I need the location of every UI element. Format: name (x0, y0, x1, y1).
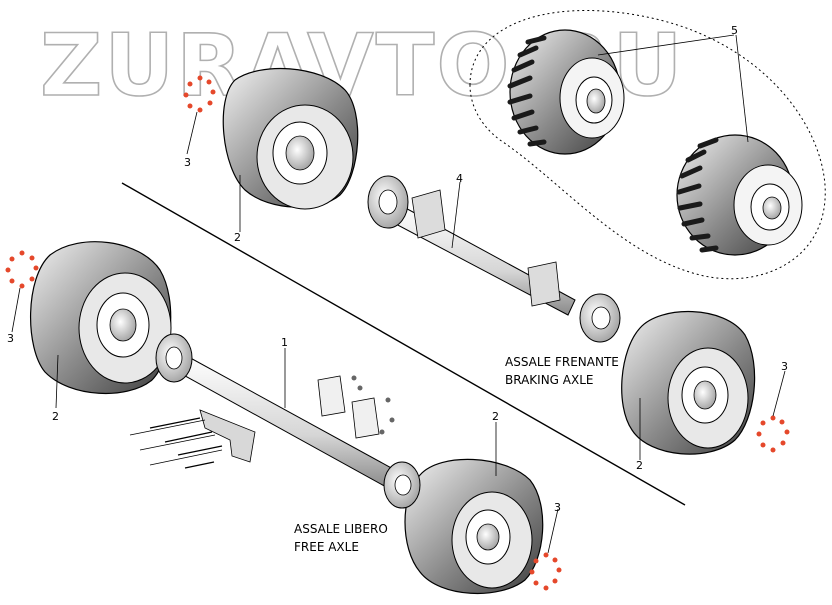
callout-2-left: 2 (52, 410, 59, 423)
mounting-plates (317, 375, 395, 439)
flotation-tire-top (507, 29, 625, 155)
caption-braking-axle-en: BRAKING AXLE (505, 373, 594, 387)
nut-ring-top-left (183, 75, 216, 113)
callout-5: 5 (731, 24, 738, 37)
callout-1: 1 (281, 336, 288, 349)
flotation-tire-bottom (676, 134, 803, 256)
nut-ring-right (756, 415, 790, 453)
free-axle (155, 333, 421, 509)
callout-3-right: 3 (781, 360, 788, 373)
separator-line (121, 182, 686, 506)
callout-2-right: 2 (636, 459, 643, 472)
mounting-bracket (129, 409, 256, 469)
tire-left (30, 241, 172, 394)
callout-3-top-left: 3 (184, 156, 191, 169)
caption-free-axle-en: FREE AXLE (294, 540, 359, 554)
tire-top-left (222, 67, 359, 210)
nut-ring-left (5, 250, 39, 289)
nut-ring-bottom (529, 552, 562, 591)
callout-2-bottom: 2 (492, 410, 499, 423)
braking-axle (367, 175, 621, 343)
tire-bottom (404, 458, 544, 594)
tire-group-outline (469, 10, 826, 280)
callout-3-left: 3 (7, 332, 14, 345)
leader-lines (11, 34, 786, 554)
callout-2-top-left: 2 (234, 231, 241, 244)
callout-4: 4 (456, 172, 463, 185)
tire-right (621, 311, 756, 455)
caption-braking-axle-it: ASSALE FRENANTE (505, 355, 619, 369)
callout-3-bottom: 3 (554, 501, 561, 514)
caption-free-axle-it: ASSALE LIBERO (294, 522, 388, 536)
